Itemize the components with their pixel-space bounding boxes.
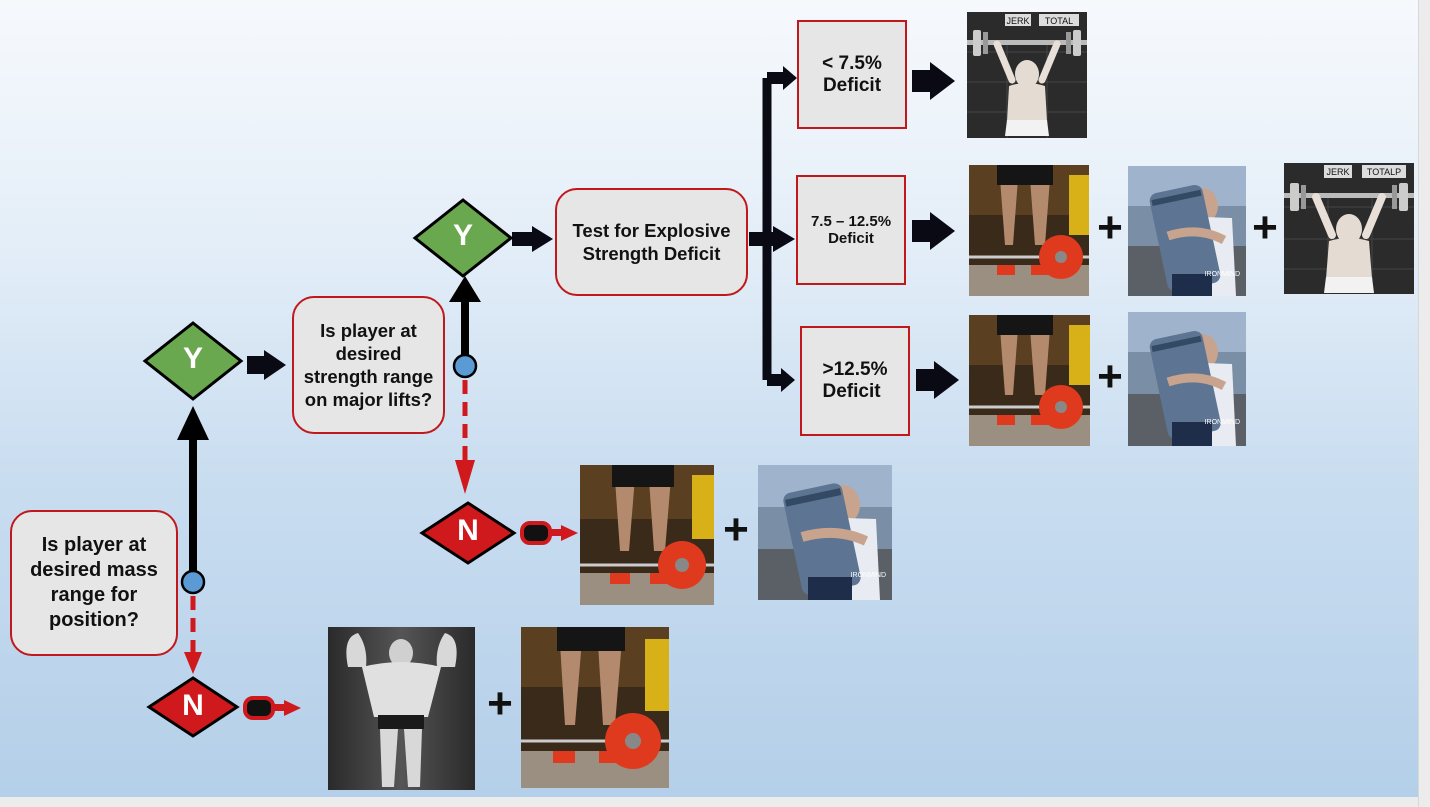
arrow-yes-to-explosive-test <box>512 226 553 252</box>
plus-sign: + <box>1097 352 1123 401</box>
jerk-sign: JERK <box>1006 16 1029 26</box>
total-sign: TOTALP <box>1367 167 1401 177</box>
bodybuilder-image <box>328 627 475 790</box>
yes-label-strength: Y <box>452 219 473 252</box>
photo-keg-carry: IRONMIND <box>1128 312 1246 446</box>
arrow-mass-to-yes <box>177 406 209 582</box>
photo-bodybuilder <box>328 627 475 790</box>
plus-sign: + <box>487 679 513 728</box>
deficit-low-text: < 7.5% Deficit <box>822 52 882 96</box>
keg-carry-image: IRONMIND <box>758 465 892 600</box>
photo-olympic-lift: JERK TOTALP <box>1284 163 1414 294</box>
arrow-strength-to-no <box>455 380 475 494</box>
deficit-mid-box: 7.5 – 12.5% Deficit <box>796 175 906 285</box>
connector-layer <box>142 62 959 738</box>
total-sign: TOTAL <box>1045 16 1073 26</box>
decision-yes-diamond-strength <box>412 198 514 278</box>
no-label-mass: N <box>182 689 204 722</box>
connector-dot-mass <box>180 569 206 595</box>
jerk-sign: JERK <box>1326 167 1349 177</box>
photo-keg-carry: IRONMIND <box>1128 166 1246 296</box>
keg-carry-image: IRONMIND <box>1128 166 1246 296</box>
yes-label-mass: Y <box>182 342 203 375</box>
photo-deadlift <box>969 165 1089 296</box>
deadlift-image <box>969 315 1090 446</box>
mass-question-text: Is player at desired mass range for posi… <box>30 534 158 631</box>
arrow-low-deficit-to-plan <box>912 62 955 100</box>
deficit-high-text: >12.5% Deficit <box>822 359 888 402</box>
olympic-lifter-image: JERK TOTALP <box>1284 163 1414 294</box>
connector-dot-strength <box>452 353 478 379</box>
plus-sign: + <box>1252 203 1278 252</box>
plus-sign: + <box>1097 203 1123 252</box>
explosive-test-text: Test for Explosive Strength Deficit <box>572 219 731 264</box>
decision-no-diamond-mass <box>146 676 240 738</box>
photo-deadlift <box>521 627 669 788</box>
decision-no-diamond-strength <box>419 501 517 565</box>
window-right-edge <box>1418 0 1430 807</box>
window-bottom-edge <box>0 797 1418 807</box>
photo-deadlift <box>969 315 1090 446</box>
photo-keg-carry: IRONMIND <box>758 465 892 600</box>
arrow-no-mass-to-plan <box>243 696 301 720</box>
olympic-lifter-image: JERK TOTAL <box>967 12 1087 138</box>
photo-deadlift <box>580 465 714 605</box>
deficit-low-box: < 7.5% Deficit <box>797 20 907 129</box>
explosive-test-box: Test for Explosive Strength Deficit <box>555 188 748 296</box>
arrow-yes-to-strength-question <box>247 350 286 380</box>
plus-sign: + <box>723 505 749 554</box>
photo-olympic-lift: JERK TOTAL <box>967 12 1087 138</box>
deficit-mid-text: 7.5 – 12.5% Deficit <box>810 213 892 247</box>
ironmind-watermark: IRONMIND <box>851 572 886 579</box>
branch-trunk <box>749 66 797 392</box>
keg-carry-image: IRONMIND <box>1128 312 1246 446</box>
deficit-high-box: >12.5% Deficit <box>800 326 910 436</box>
arrow-no-strength-to-plan <box>520 521 578 545</box>
arrow-mass-to-no <box>184 596 202 674</box>
arrow-high-deficit-to-plan <box>916 361 959 399</box>
ironmind-watermark: IRONMIND <box>1205 271 1240 278</box>
deadlift-image <box>521 627 669 788</box>
arrow-mid-deficit-to-plan <box>912 212 955 250</box>
strength-question-text: Is player at desired strength range on m… <box>303 319 434 411</box>
ironmind-watermark: IRONMIND <box>1205 419 1240 426</box>
no-label-strength: N <box>457 514 479 547</box>
deadlift-image <box>580 465 714 605</box>
arrow-strength-to-yes <box>449 276 481 366</box>
mass-question-box: Is player at desired mass range for posi… <box>10 510 178 656</box>
strength-question-box: Is player at desired strength range on m… <box>292 296 445 434</box>
deadlift-image <box>969 165 1089 296</box>
flowchart-canvas: Y N Y N Is player at desired mass range … <box>0 0 1418 797</box>
decision-yes-diamond-mass <box>142 321 244 401</box>
